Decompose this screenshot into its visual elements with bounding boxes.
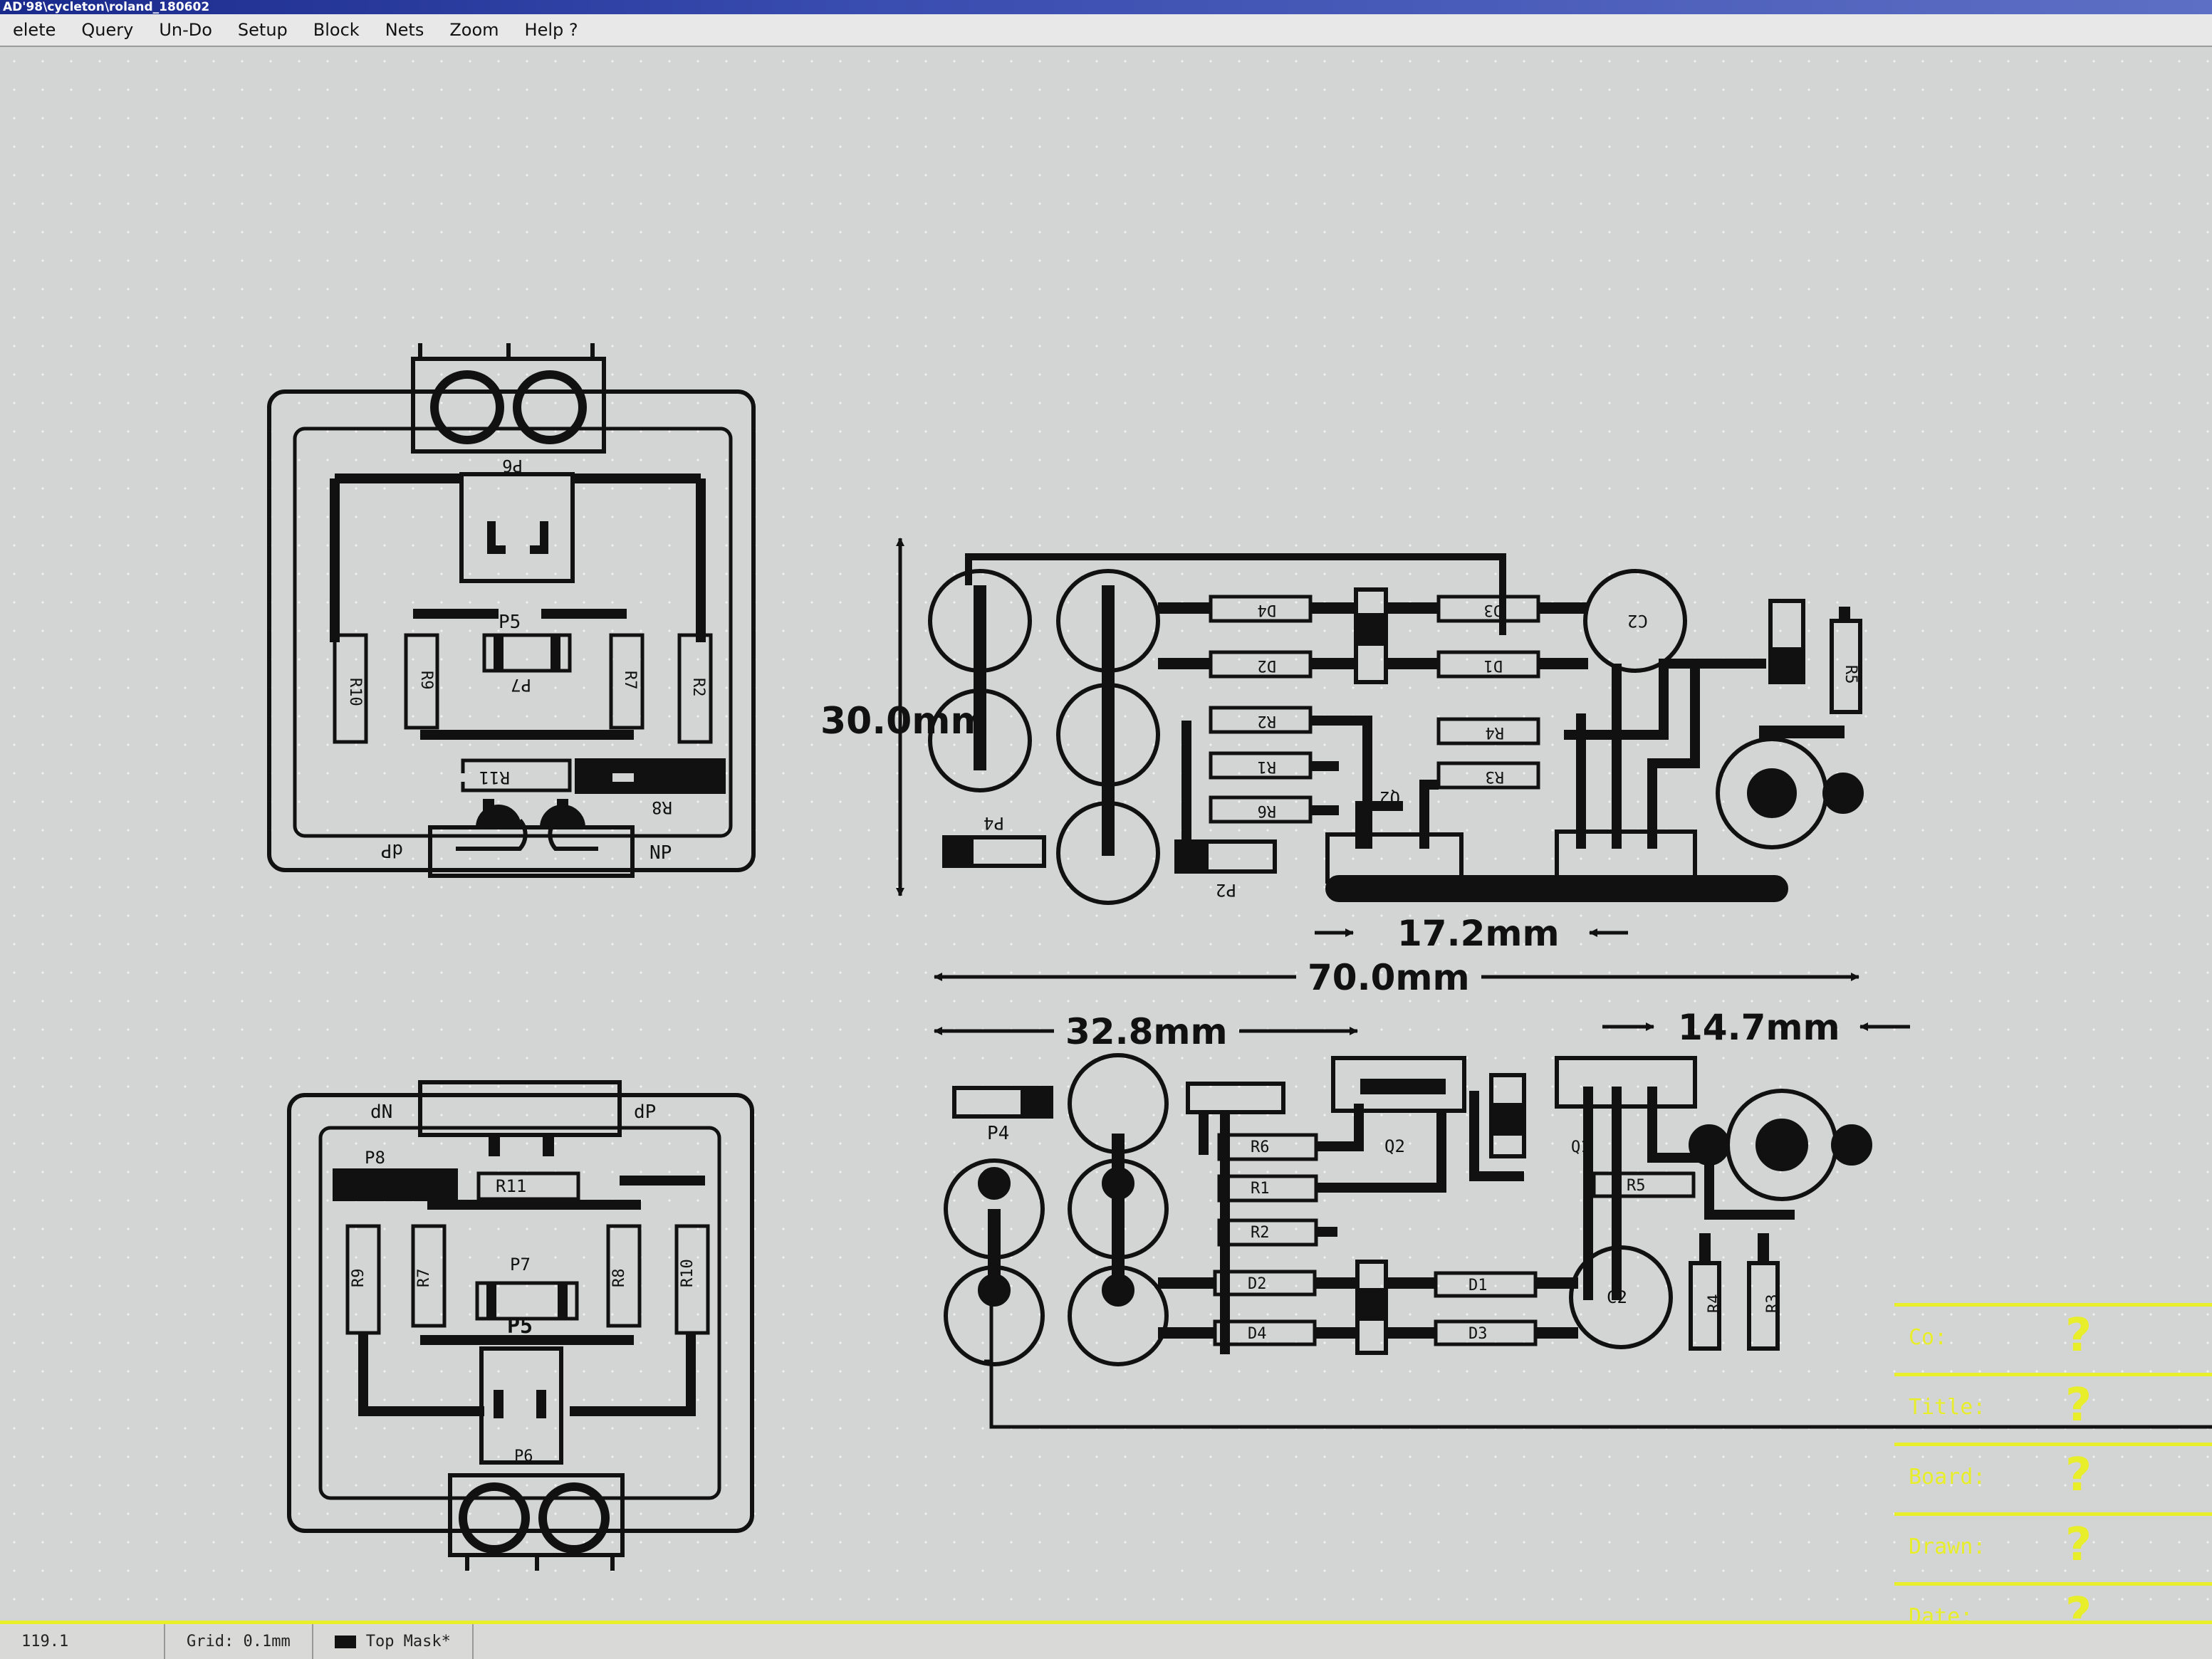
label-d1: D1 — [1484, 656, 1503, 674]
title-block-value[interactable]: ? — [2065, 1309, 2092, 1362]
title-block-label: Drawn: — [1909, 1534, 1986, 1559]
label-p8: P8 — [365, 1148, 385, 1168]
menu-undo[interactable]: Un-Do — [159, 20, 212, 40]
label-p4: P4 — [987, 1123, 1009, 1144]
label-q2: Q2 — [1379, 787, 1400, 807]
title-block-value[interactable]: ? — [2065, 1519, 2092, 1571]
label-d3: D3 — [1484, 601, 1503, 619]
label-p4: P4 — [984, 813, 1004, 833]
label-d2: D2 — [1258, 656, 1277, 674]
label-r1: R1 — [1258, 758, 1277, 775]
label-r1: R1 — [1251, 1180, 1270, 1198]
menu-delete[interactable]: elete — [13, 20, 56, 40]
board-left-top-labels: dP NP P6 P5 P7 R11 R8 R10 R9 R7 R2 — [346, 456, 707, 864]
board-right-bottom-labels: P4 R6 R1 R2 Q2 D2 D4 D1 D3 C2 R4 R3 R5 Q… — [987, 1123, 1782, 1343]
label-r10: R10 — [346, 678, 364, 706]
label-d4: D4 — [1258, 601, 1277, 619]
label-r2: R2 — [1251, 1224, 1270, 1242]
menu-setup[interactable]: Setup — [237, 20, 288, 40]
label-p5: P5 — [499, 612, 521, 633]
board-left-bottom — [287, 1080, 754, 1571]
label-p7: P7 — [510, 1255, 531, 1275]
menu-block[interactable]: Block — [313, 20, 360, 40]
label-p6: P6 — [514, 1448, 533, 1465]
board-left-bottom-labels: dN dP P8 R11 P7 P5 P6 R9 R7 R8 R10 — [350, 1101, 697, 1465]
label-r6: R6 — [1251, 1139, 1270, 1156]
label-np: NP — [649, 842, 672, 864]
menu-bar: elete Query Un-Do Setup Block Nets Zoom … — [0, 14, 2212, 47]
label-r8: R8 — [652, 797, 672, 817]
status-layer-name: Top Mask* — [365, 1633, 451, 1650]
dim-width-overall: 70.0mm — [1308, 957, 1470, 998]
dim-width-left: 32.8mm — [1065, 1011, 1228, 1052]
title-block-row-board: Board: ? — [1894, 1443, 2212, 1511]
label-r8: R8 — [610, 1269, 628, 1288]
label-r6: R6 — [1258, 802, 1277, 820]
label-r2: R2 — [1258, 712, 1277, 730]
label-d4: D4 — [1248, 1325, 1267, 1343]
label-p6: P6 — [502, 456, 523, 476]
dim-gap-top: 17.2mm — [1397, 913, 1560, 954]
label-d2: D2 — [1248, 1275, 1267, 1293]
label-c2: C2 — [1627, 611, 1648, 631]
label-dn: dN — [370, 1101, 392, 1123]
title-block-label: Board: — [1909, 1465, 1986, 1490]
label-r4: R4 — [1486, 723, 1505, 741]
label-r5: R5 — [1627, 1177, 1646, 1195]
board-left-top — [267, 343, 756, 878]
status-grid[interactable]: Grid: 0.1mm — [165, 1624, 313, 1659]
title-block-label: Title: — [1909, 1395, 1986, 1420]
status-layer[interactable]: Top Mask* — [313, 1624, 474, 1659]
dimension-labels: 30.0mm 17.2mm 70.0mm 32.8mm 14.7mm — [820, 700, 1840, 1052]
pcb-canvas[interactable]: dP NP P6 P5 P7 R11 R8 R10 R9 R7 R2 — [0, 47, 2212, 1641]
label-q2: Q2 — [1384, 1136, 1405, 1156]
menu-help[interactable]: Help ? — [524, 20, 578, 40]
title-block-value[interactable]: ? — [2065, 1379, 2092, 1432]
board-right-bottom — [944, 1053, 2212, 1429]
board-right-top — [928, 553, 1864, 905]
label-d1: D1 — [1468, 1277, 1488, 1294]
status-coordinate: 119.1 — [0, 1624, 165, 1659]
label-r5: R5 — [1842, 665, 1859, 684]
label-r9: R9 — [417, 671, 435, 690]
board-outline — [267, 389, 756, 872]
layer-color-swatch — [334, 1635, 356, 1648]
dim-height-top: 30.0mm — [820, 700, 989, 743]
label-p2: P2 — [1216, 880, 1236, 900]
label-r4: R4 — [1706, 1294, 1723, 1314]
label-r11: R11 — [479, 768, 510, 787]
title-block-label: Co: — [1909, 1325, 1948, 1350]
menu-nets[interactable]: Nets — [385, 20, 424, 40]
title-block: Co: ? Title: ? Board: ? Drawn: ? Date: ? — [1894, 1303, 2212, 1656]
title-block-row-drawn: Drawn: ? — [1894, 1512, 2212, 1581]
label-r3: R3 — [1486, 768, 1505, 785]
label-r3: R3 — [1764, 1294, 1782, 1314]
status-bar: 119.1 Grid: 0.1mm Top Mask* — [0, 1621, 2212, 1659]
label-c2: C2 — [1607, 1287, 1627, 1307]
label-r7: R7 — [621, 671, 639, 690]
label-dp: dP — [381, 839, 403, 861]
label-r2: R2 — [689, 678, 707, 697]
title-block-value[interactable]: ? — [2065, 1449, 2092, 1502]
label-p7: P7 — [511, 675, 531, 695]
label-r11: R11 — [496, 1176, 526, 1196]
menu-query[interactable]: Query — [81, 20, 134, 40]
label-r10: R10 — [679, 1259, 697, 1287]
window-title: AD'98\cycleton\roland_180602 — [0, 0, 2212, 14]
label-q1: Q1 — [1571, 1139, 1590, 1156]
title-block-row-title: Title: ? — [1894, 1373, 2212, 1441]
label-dp: dP — [634, 1101, 656, 1123]
label-r7: R7 — [415, 1269, 433, 1288]
pcb-drawing: dP NP P6 P5 P7 R11 R8 R10 R9 R7 R2 — [267, 343, 2212, 1571]
label-p5: P5 — [507, 1314, 533, 1339]
menu-zoom[interactable]: Zoom — [449, 20, 499, 40]
dim-width-right: 14.7mm — [1678, 1007, 1840, 1048]
title-block-row-co: Co: ? — [1894, 1303, 2212, 1371]
label-d3: D3 — [1468, 1325, 1488, 1343]
dimensions — [896, 538, 1910, 1035]
board-outline — [287, 1093, 754, 1533]
board-right-top-labels: P4 P2 D4 D2 D3 D1 R2 R1 R6 R4 R3 Q2 C2 R… — [984, 601, 1859, 900]
label-r9: R9 — [350, 1269, 367, 1288]
